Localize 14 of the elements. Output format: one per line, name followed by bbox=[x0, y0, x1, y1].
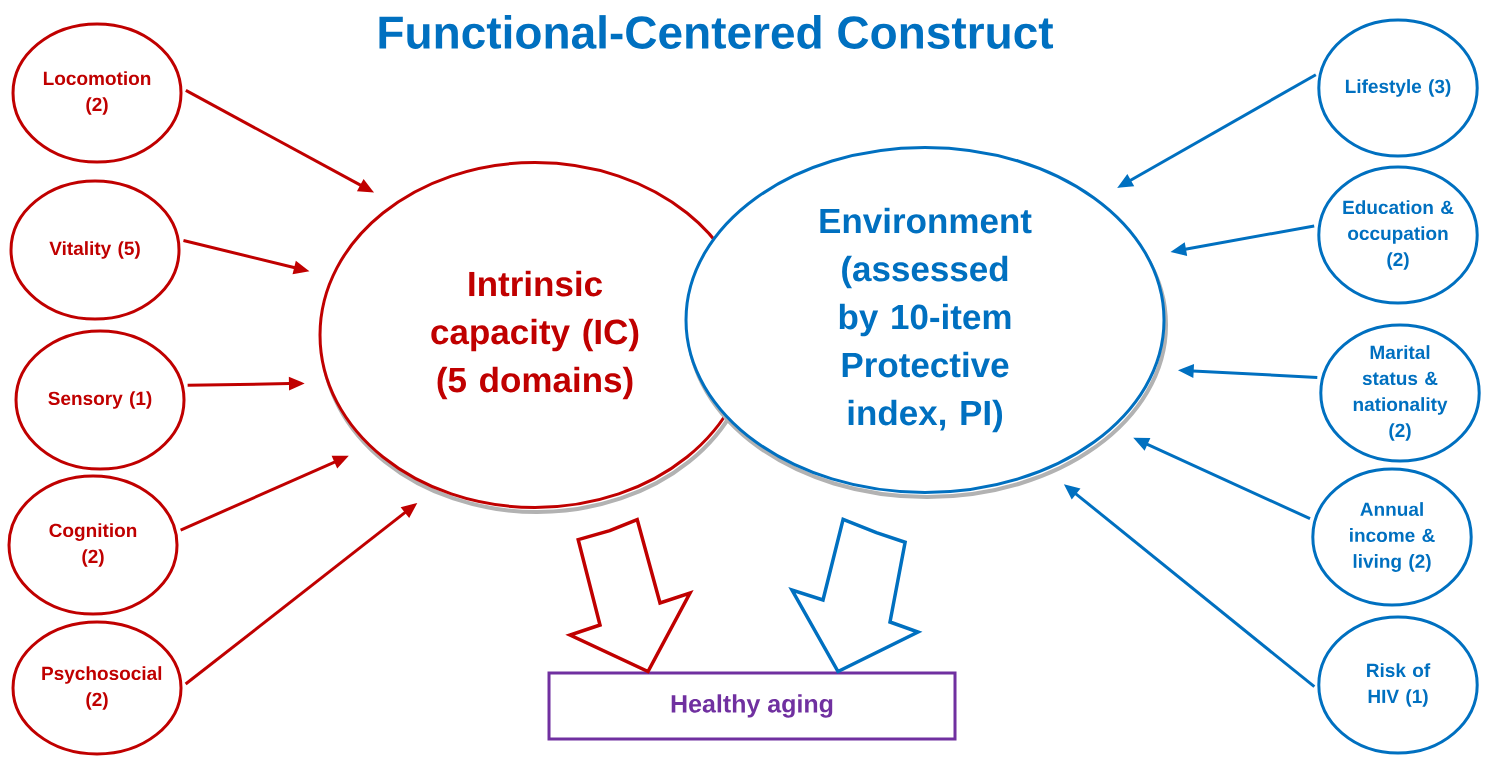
title: Functional-Centered Construct bbox=[379, 15, 1054, 49]
oval-node: Education & occupation (2) bbox=[1317, 165, 1479, 305]
oval-node: Risk of HIV (1) bbox=[1317, 615, 1479, 755]
oval-node: Lifestyle (3) bbox=[1317, 18, 1479, 158]
oval-node: Sensory (1) bbox=[14, 329, 186, 471]
oval-node: Annual income & living (2) bbox=[1311, 467, 1473, 607]
oval-node: Marital status & nationality (2) bbox=[1319, 323, 1481, 463]
oval-node: Locomotion (2) bbox=[11, 22, 183, 164]
oval-node: Vitality (5) bbox=[9, 179, 181, 321]
oval-node: Psychosocial (2) bbox=[11, 620, 183, 756]
outcome-box: Healthy aging bbox=[547, 671, 957, 741]
large-oval: Environment (assessed by 10-item Protective index, PI) bbox=[684, 146, 1168, 499]
block-arrow bbox=[565, 517, 694, 674]
oval-node: Cognition (2) bbox=[7, 474, 179, 616]
